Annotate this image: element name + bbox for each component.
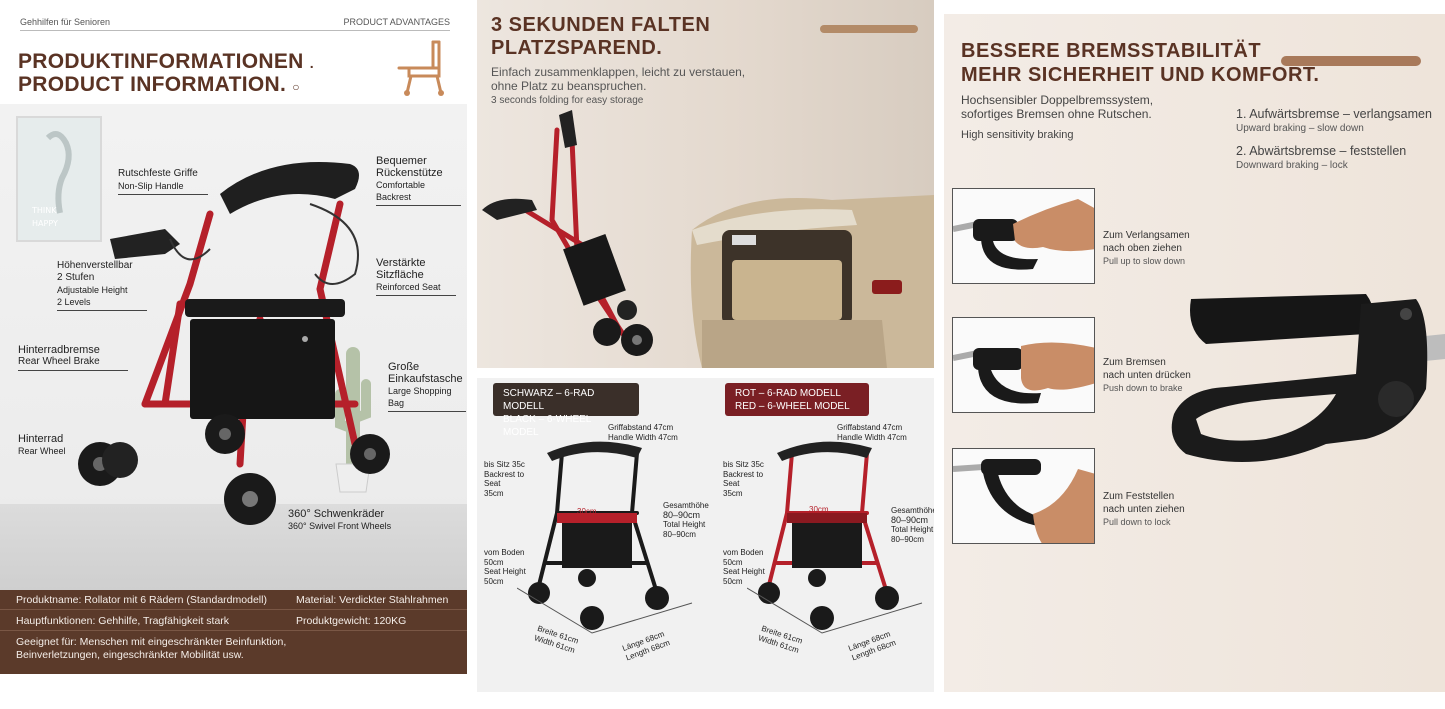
red-seat-mark: 30cm: [809, 505, 829, 514]
car-trunk-image: [690, 195, 934, 368]
folding-desc-en: 3 seconds folding for easy storage: [491, 95, 644, 106]
product-information-panel: Gehhilfen für Senioren PRODUCT ADVANTAGE…: [0, 0, 467, 674]
wall-picture: THINK HAPPY: [16, 116, 102, 242]
svg-text:THINK: THINK: [31, 206, 57, 215]
brake-photo-lock: [952, 448, 1095, 544]
chair-logo-icon: [397, 40, 444, 96]
spec-product-name: Produktname: Rollator mit 6 Rädern (Stan…: [16, 594, 267, 606]
folding-desc-de: Einfach zusammenklappen, leicht zu verst…: [491, 65, 746, 93]
product-advantages-label: PRODUCT ADVANTAGES: [343, 17, 450, 27]
red-rollator-image: [78, 162, 390, 525]
black-rollator-diagram: [517, 441, 693, 634]
braking-desc-en: High sensitivity braking: [961, 129, 1074, 141]
folded-rollator-image: [482, 110, 653, 356]
category-label: Gehhilfen für Senioren: [20, 17, 111, 27]
rollator-scene: THINK HAPPY: [0, 104, 467, 590]
svg-text:HAPPY: HAPPY: [32, 219, 58, 228]
red-rollator-diagram: [747, 441, 923, 634]
brake-photo-brake: [952, 317, 1095, 413]
braking-desc-de: Hochsensibler Doppelbremssystem,sofortig…: [961, 93, 1154, 121]
spec-table: Produktname: Rollator mit 6 Rädern (Stan…: [0, 590, 467, 674]
spec-functions: Hauptfunktionen: Gehhilfe, Tragfähigkeit…: [16, 615, 230, 627]
title-en: PRODUCT INFORMATION. ○: [18, 73, 300, 96]
spec-row-2: Hauptfunktionen: Gehhilfe, Tragfähigkeit…: [0, 611, 467, 631]
accent-pill: [1281, 56, 1421, 66]
black-seat-mark: 30cm: [577, 507, 597, 516]
title-de: PRODUKTINFORMATIONEN .: [18, 50, 314, 73]
accent-pill: [820, 25, 918, 33]
brake-handle-closeup-image: [1171, 294, 1445, 462]
spec-material: Material: Verdickter Stahlrahmen: [296, 594, 449, 606]
spec-row-1: Produktname: Rollator mit 6 Rädern (Stan…: [0, 590, 467, 610]
brake-photo-slow-down: [952, 188, 1095, 284]
spec-suitable-for: Geeignet für: Menschen mit eingeschränkt…: [16, 636, 287, 661]
top-bar: Gehhilfen für Senioren PRODUCT ADVANTAGE…: [20, 17, 450, 31]
spec-weight: Produktgewicht: 120KG: [296, 615, 407, 627]
